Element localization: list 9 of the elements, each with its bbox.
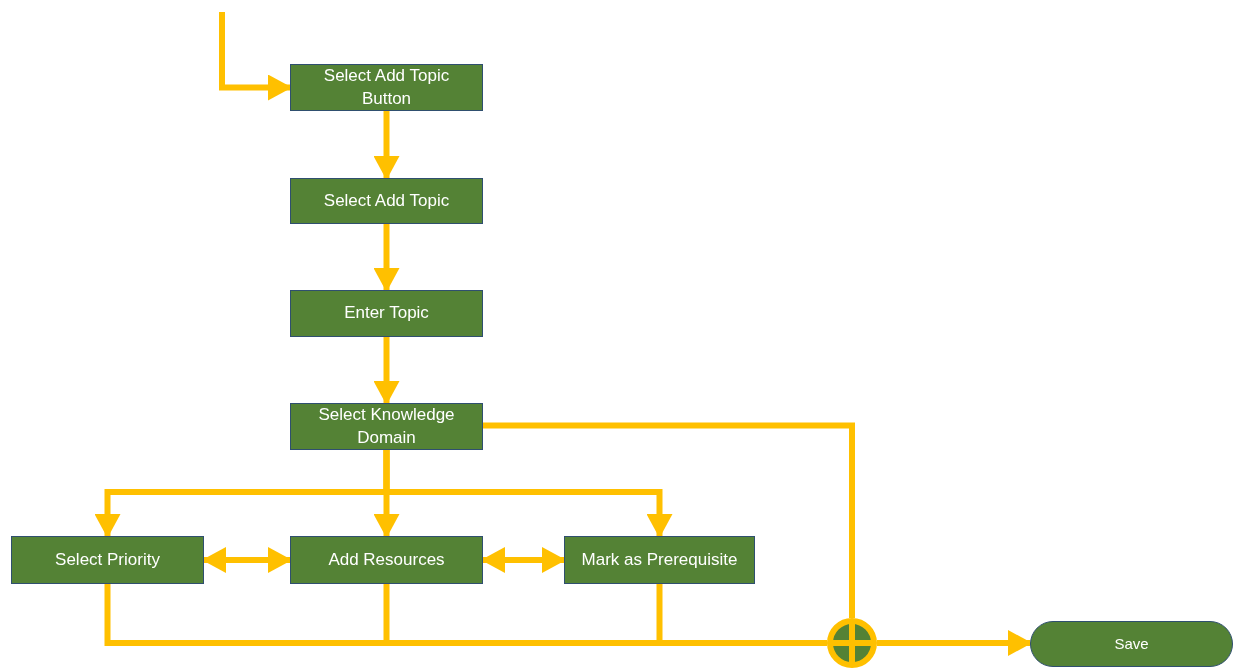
process-box: Select Knowledge Domain — [290, 403, 483, 450]
process-box: Enter Topic — [290, 290, 483, 337]
junction-circle — [827, 618, 877, 668]
process-box: Mark as Prerequisite — [564, 536, 755, 584]
terminal-pill: Save — [1030, 621, 1233, 667]
process-box: Select Priority — [11, 536, 204, 584]
process-box: Select Add Topic Button — [290, 64, 483, 111]
process-box: Add Resources — [290, 536, 483, 584]
process-box: Select Add Topic — [290, 178, 483, 224]
